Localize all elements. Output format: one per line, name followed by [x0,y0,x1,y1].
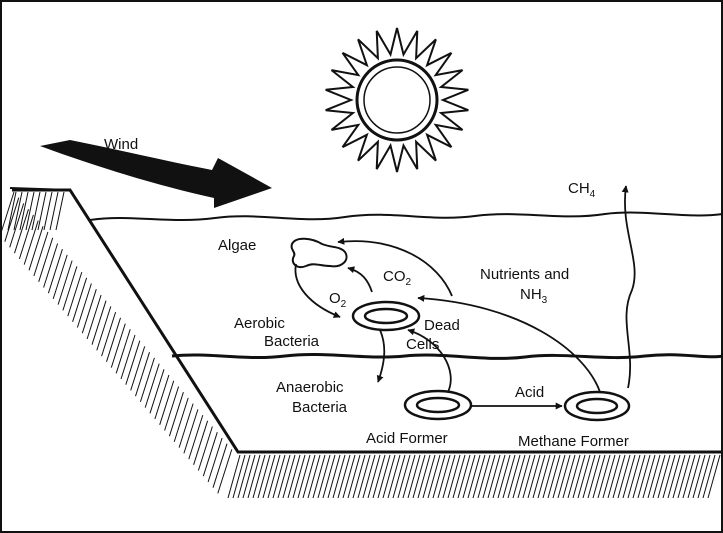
acid-former-cell [405,391,471,419]
anaerobic-label-line1: Anaerobic [276,379,344,396]
o2-label: O2 [329,290,347,310]
dead-cells-label-line1: Dead [424,317,460,334]
aerobic-label-line2: Bacteria [264,333,320,350]
dead-cells-label-line2: Cells [406,336,439,353]
acid-former-label: Acid Former [366,430,448,447]
sun-icon [326,28,469,172]
anaerobic-label-line2: Bacteria [292,399,348,416]
aerobic-label-line1: Aerobic [234,315,285,332]
co2-label: CO2 [383,268,412,288]
nh3-label: NH3 [520,286,548,306]
wind-label: Wind [104,136,138,153]
co2-to-algae-arrow [348,268,372,292]
algae-label: Algae [218,237,256,254]
methane-to-dead-cell-arrow [418,298,600,392]
algae-blob [292,239,347,267]
lagoon-bank [0,188,723,498]
methane-former-label: Methane Former [518,433,629,450]
dead-cell [353,302,419,330]
water-surface-line [90,213,723,220]
acid-label: Acid [515,384,544,401]
nutrients-label: Nutrients and [480,266,569,283]
ch4-label: CH4 [568,180,596,200]
anaerobic-boundary-line [172,354,723,358]
methane-former-cell [565,392,629,420]
